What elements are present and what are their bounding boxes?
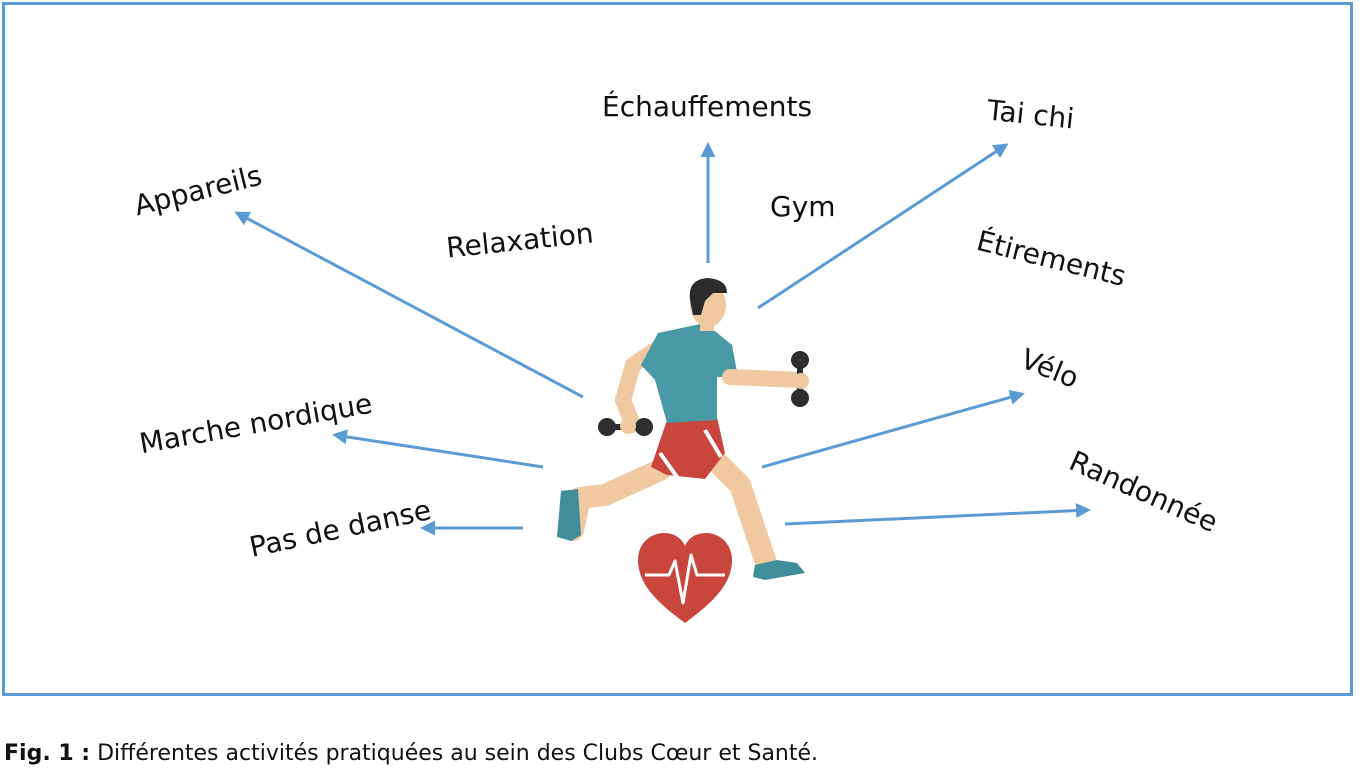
heart-heartbeat-icon: [638, 533, 732, 623]
arrow-appareils: [234, 211, 584, 399]
label-echauffements: Échauffements: [602, 90, 813, 123]
figure-caption-text: Différentes activités pratiquées au sein…: [90, 741, 819, 766]
figure-caption: Fig. 1 : Différentes activités pratiquée…: [4, 741, 818, 766]
arrow-randonnee: [784, 503, 1091, 526]
runner-with-dumbbells-icon: [557, 278, 809, 580]
arrow-tai-chi: [757, 143, 1009, 310]
arrows: [234, 142, 1091, 536]
arrow-marche-nordique: [332, 429, 544, 469]
arrow-velo: [761, 390, 1025, 469]
label-gym: Gym: [770, 190, 836, 223]
activities-diagram: [234, 142, 1091, 623]
figure-caption-label: Fig. 1 :: [4, 741, 91, 766]
figure-frame: Échauffements Tai chi Gym Relaxation App…: [2, 2, 1353, 696]
